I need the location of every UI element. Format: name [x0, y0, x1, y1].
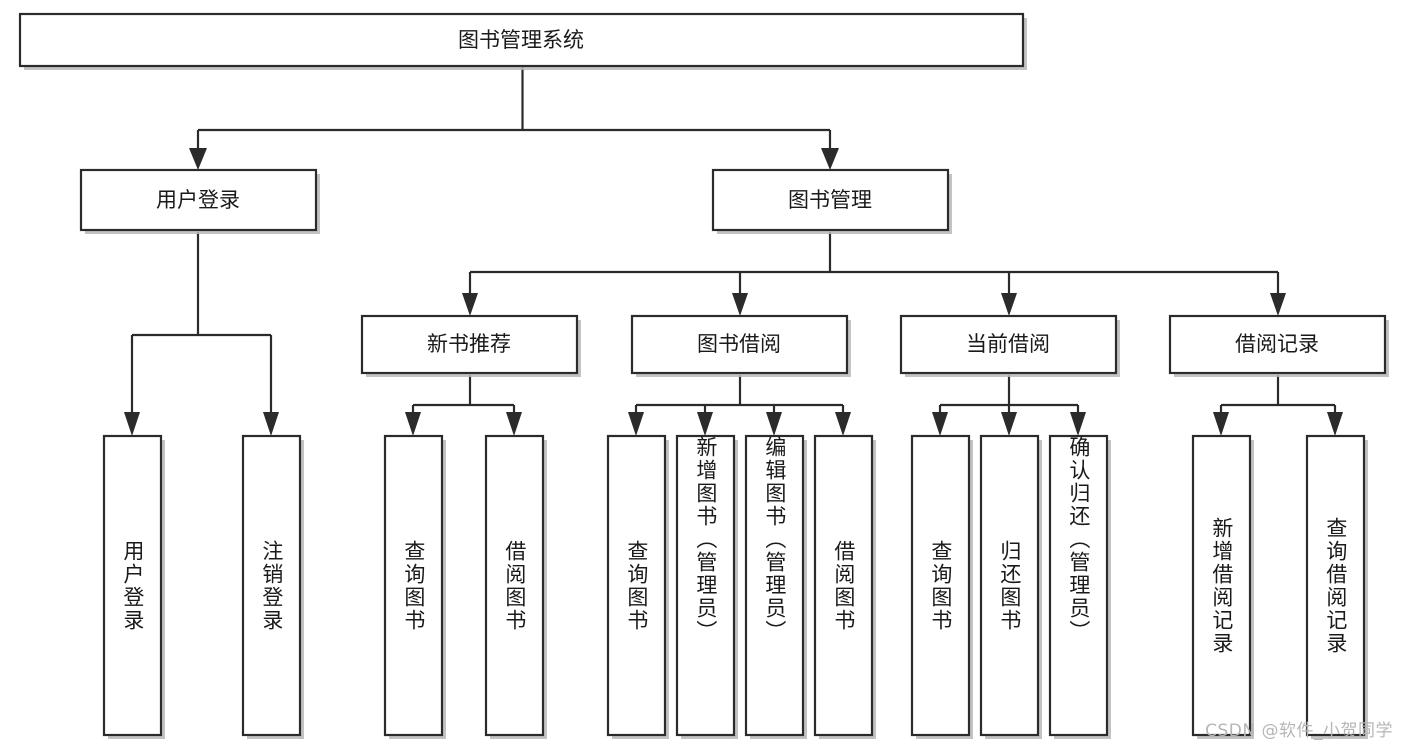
arrowhead-leaf-user-login — [124, 412, 140, 436]
node-borrow-record-label: 借阅记录 — [1235, 332, 1319, 356]
arrowhead-leaf-return-book — [1001, 412, 1017, 436]
node-new-book-recommend[interactable] — [360, 314, 579, 375]
nodes-layer: 图书管理系统 用户登录 图书管理 新书推荐 图书借阅 当前借阅 借阅记录 — [18, 12, 1389, 739]
arrowhead-new-book-recommend — [462, 293, 478, 316]
node-root[interactable] — [18, 12, 1025, 68]
node-leaf-logout-login[interactable] — [241, 434, 302, 737]
arrowhead-borrow-record — [1270, 293, 1286, 316]
node-current-borrow-label: 当前借阅 — [966, 332, 1050, 356]
node-leaf-borrow-book-2[interactable] — [813, 434, 874, 737]
arrowhead-leaf-add-book — [697, 412, 713, 436]
node-leaf-return-book[interactable] — [979, 434, 1040, 737]
arrowhead-leaf-query-book-1 — [405, 412, 421, 436]
arrowhead-leaf-logout-login — [263, 412, 279, 436]
node-book-management[interactable] — [711, 168, 950, 232]
node-leaf-query-book-3[interactable] — [910, 434, 971, 737]
node-book-management-label: 图书管理 — [788, 188, 872, 212]
node-root-label: 图书管理系统 — [458, 28, 584, 52]
node-leaf-query-book-2[interactable] — [606, 434, 667, 737]
arrowhead-leaf-borrow-book-2 — [835, 412, 851, 436]
node-leaf-edit-book[interactable] — [744, 434, 805, 737]
node-current-borrow[interactable] — [899, 314, 1118, 375]
arrowhead-leaf-borrow-book-1 — [506, 412, 522, 436]
node-leaf-query-book-1[interactable] — [383, 434, 444, 737]
arrowhead-book-management — [821, 148, 839, 170]
node-leaf-add-record[interactable] — [1191, 434, 1252, 737]
node-user-login-label: 用户登录 — [156, 188, 240, 212]
node-new-book-recommend-label: 新书推荐 — [427, 332, 511, 356]
node-leaf-query-record[interactable] — [1305, 434, 1366, 737]
arrowhead-leaf-query-book-3 — [932, 412, 948, 436]
node-user-login[interactable] — [79, 168, 318, 232]
node-borrow-record[interactable] — [1168, 314, 1387, 375]
node-book-borrow-label: 图书借阅 — [697, 332, 781, 356]
arrowhead-leaf-query-book-2 — [628, 412, 644, 436]
arrowhead-leaf-edit-book — [766, 412, 782, 436]
node-leaf-confirm-return[interactable] — [1048, 434, 1109, 737]
arrowhead-leaf-confirm-return — [1070, 412, 1086, 436]
arrowhead-current-borrow — [1001, 293, 1017, 316]
node-book-borrow[interactable] — [630, 314, 849, 375]
node-leaf-user-login[interactable] — [102, 434, 163, 737]
node-leaf-borrow-book-1[interactable] — [484, 434, 545, 737]
arrowhead-leaf-query-record — [1327, 412, 1343, 436]
connectors-layer — [124, 66, 1343, 436]
arrowhead-leaf-add-record — [1213, 412, 1229, 436]
arrowhead-book-borrow — [732, 293, 748, 316]
node-leaf-add-book[interactable] — [675, 434, 736, 737]
arrowhead-user-login — [189, 148, 207, 170]
